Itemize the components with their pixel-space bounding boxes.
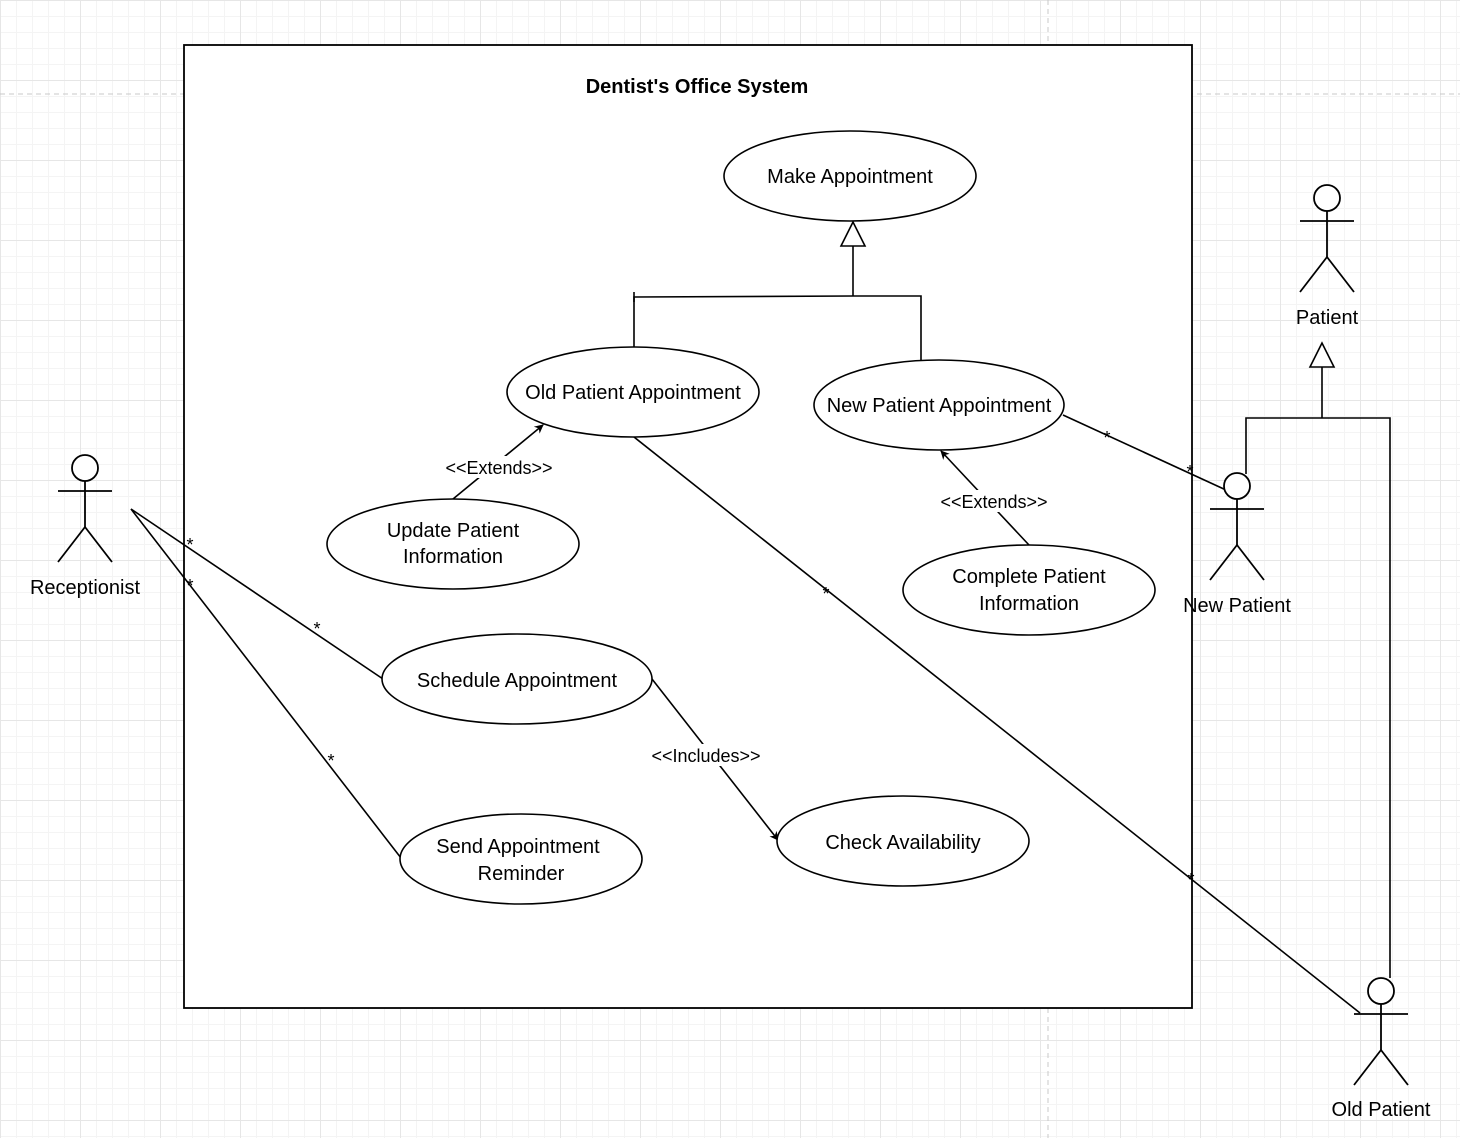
use-case-label-line-1: Complete Patient: [952, 566, 1106, 588]
use-case-label-line-2: Information: [403, 546, 503, 568]
includes-label: <<Includes>>: [651, 746, 760, 766]
includes-label-bg: [644, 744, 768, 766]
use-case-label-line-1: Send Appointment: [436, 836, 600, 858]
multiplicity-old-patient: *: [1187, 870, 1194, 890]
use-case-complete-patient-information[interactable]: Complete Patient Information: [902, 544, 1156, 636]
actor-old-patient[interactable]: Old Patient: [1332, 977, 1431, 1121]
generalization-new-appointment[interactable]: [853, 295, 922, 360]
generalization-old-patient[interactable]: [1322, 417, 1391, 978]
multiplicity-receptionist-schedule: *: [186, 535, 193, 555]
multiplicity-receptionist-reminder: *: [186, 576, 193, 596]
use-case-old-patient-appointment[interactable]: Old Patient Appointment: [506, 346, 760, 438]
use-case-label-line-2: Information: [979, 593, 1079, 615]
stick-figure-icon: [1299, 184, 1355, 293]
stick-figure-icon: [1209, 472, 1265, 581]
multiplicity-reminder: *: [327, 751, 334, 771]
actor-label: Receptionist: [30, 577, 141, 599]
extends-label-bg-left: [438, 456, 560, 478]
extends-label-bg-right: [933, 490, 1055, 512]
use-case-label: Make Appointment: [767, 166, 933, 188]
actor-patient[interactable]: Patient: [1296, 184, 1359, 329]
extends-label-update: <<Extends>>: [445, 458, 552, 478]
system-title: Dentist's Office System: [586, 76, 809, 98]
actor-new-patient[interactable]: New Patient: [1183, 472, 1291, 617]
use-case-send-appointment-reminder[interactable]: Send Appointment Reminder: [399, 813, 643, 905]
stick-figure-icon: [1353, 977, 1409, 1086]
actor-label: Patient: [1296, 307, 1359, 329]
multiplicity-new-patient: *: [1186, 462, 1193, 482]
association-old-patient-appointment[interactable]: [633, 436, 1361, 1014]
use-case-schedule-appointment[interactable]: Schedule Appointment: [381, 633, 653, 725]
use-case-label: New Patient Appointment: [827, 395, 1052, 417]
system-boundary[interactable]: [183, 44, 1193, 1009]
actor-receptionist[interactable]: Receptionist: [30, 454, 141, 599]
use-case-new-patient-appointment[interactable]: New Patient Appointment: [813, 359, 1065, 451]
multiplicity-old-appointment: *: [822, 584, 829, 604]
multiplicity-schedule: *: [313, 619, 320, 639]
multiplicity-new-appointment: *: [1103, 428, 1110, 448]
generalization-triangle-patient: [1308, 341, 1336, 368]
generalization-triangle-appointment: [839, 220, 867, 247]
use-case-label-line-2: Reminder: [478, 863, 565, 885]
use-case-label: Old Patient Appointment: [525, 382, 741, 404]
extends-label-complete: <<Extends>>: [940, 492, 1047, 512]
use-case-label-line-1: Update Patient: [387, 520, 520, 542]
actor-label: New Patient: [1183, 595, 1291, 617]
use-case-check-availability[interactable]: Check Availability: [776, 795, 1030, 887]
use-case-make-appointment[interactable]: Make Appointment: [723, 130, 977, 222]
stick-figure-icon: [57, 454, 113, 563]
association-new-patient-appointment[interactable]: [1062, 414, 1227, 491]
association-receptionist-schedule[interactable]: [130, 508, 384, 680]
use-case-update-patient-information[interactable]: Update Patient Information: [326, 498, 580, 590]
generalization-new-patient[interactable]: [1245, 417, 1322, 474]
use-case-label: Schedule Appointment: [417, 670, 618, 692]
association-receptionist-reminder[interactable]: [130, 508, 402, 859]
use-case-label: Check Availability: [825, 832, 980, 854]
actor-label: Old Patient: [1332, 1099, 1431, 1121]
